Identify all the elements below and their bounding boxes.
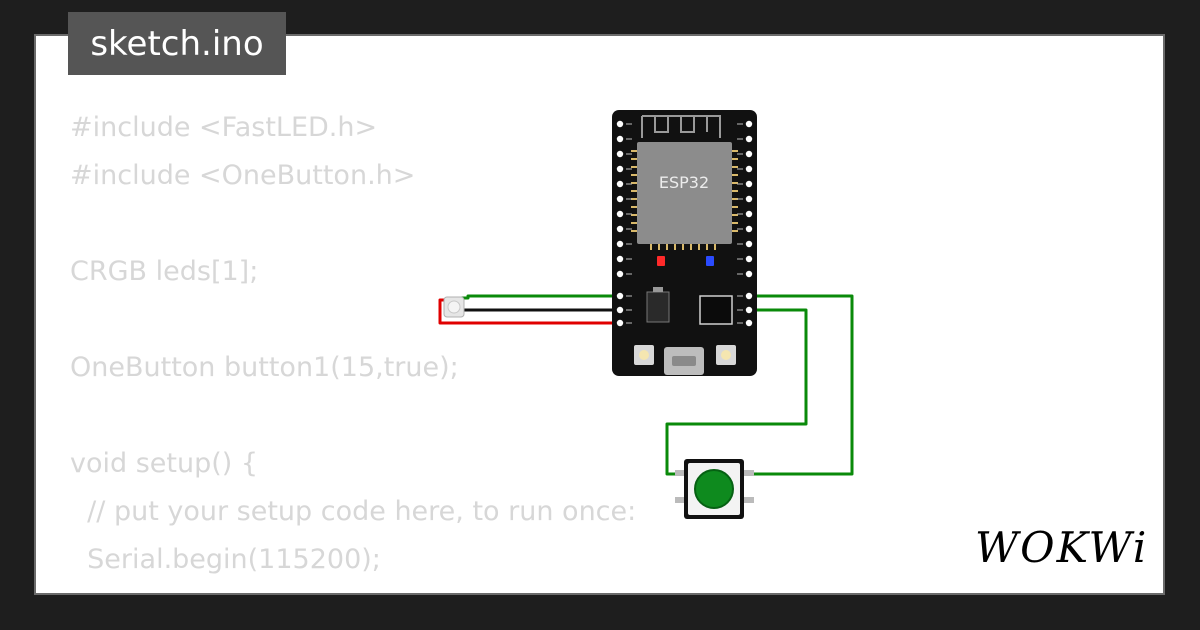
file-tab-label: sketch.ino <box>90 23 264 64</box>
code-line: // put your setup code here, to run once… <box>70 496 637 527</box>
antenna-trace <box>641 115 721 138</box>
esp32-label: ESP32 <box>659 173 709 192</box>
esp32-board[interactable]: ESP32 <box>612 110 757 376</box>
button-cap-icon <box>694 469 734 509</box>
wire-led-green[interactable] <box>458 294 617 300</box>
pin-label-marks <box>626 123 743 324</box>
esp32-module <box>637 142 732 244</box>
code-line: CRGB leds[1]; <box>70 256 259 287</box>
header-pins-right <box>745 120 753 327</box>
voltage-regulator <box>646 291 670 323</box>
code-line: #include <OneButton.h> <box>70 160 416 191</box>
code-line: Serial.println("Hello, ESP32!"); <box>70 584 636 593</box>
sketch-preview-card: #include <FastLED.h> #include <OneButton.… <box>34 34 1165 595</box>
wokwi-logo: WOKWi <box>975 523 1149 572</box>
header-pins-left <box>616 120 624 327</box>
wire-button-green-b[interactable] <box>665 308 808 476</box>
code-editor: #include <FastLED.h> #include <OneButton.… <box>70 104 637 593</box>
code-line: #include <FastLED.h> <box>70 112 378 143</box>
wire-led-red[interactable] <box>438 298 617 325</box>
push-button[interactable] <box>675 459 754 519</box>
wire-button-green-a[interactable] <box>749 294 854 476</box>
status-led-icon <box>706 256 714 266</box>
usb-uart-chip <box>699 295 733 325</box>
code-line: Serial.begin(115200); <box>70 544 381 575</box>
module-pins <box>631 150 738 250</box>
power-led-icon <box>657 256 665 266</box>
file-tab[interactable]: sketch.ino <box>68 12 286 75</box>
code-line: OneButton button1(15,true); <box>70 352 459 383</box>
rgb-led[interactable] <box>443 296 465 318</box>
code-line: void setup() { <box>70 448 259 479</box>
led-lens-icon <box>447 300 461 314</box>
